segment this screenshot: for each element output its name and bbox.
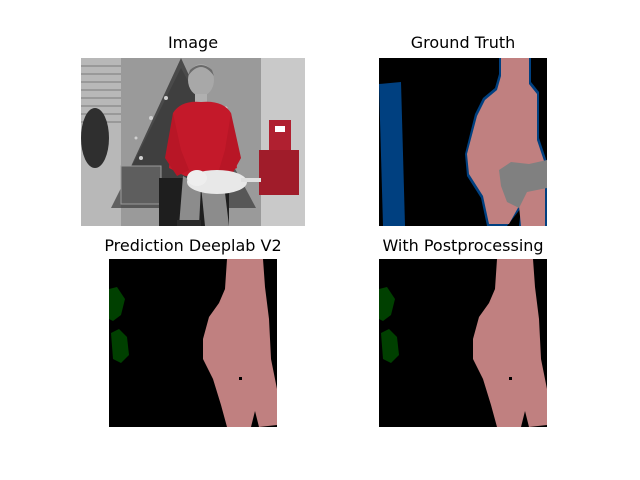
ground-truth-mask: [379, 58, 547, 226]
prediction-panel: [109, 259, 277, 427]
postprocessing-mask: [379, 259, 547, 427]
panel-title-postprocessing: With Postprocessing: [382, 236, 544, 255]
panel-title-ground-truth: Ground Truth: [410, 33, 516, 52]
photo-panel: [81, 58, 305, 226]
ground-truth-panel: [379, 58, 547, 226]
panel-title-image: Image: [167, 33, 219, 52]
prediction-mask: [109, 259, 277, 427]
postprocessing-panel: [379, 259, 547, 427]
panel-title-prediction: Prediction Deeplab V2: [104, 236, 282, 255]
photo-image: [81, 58, 305, 226]
